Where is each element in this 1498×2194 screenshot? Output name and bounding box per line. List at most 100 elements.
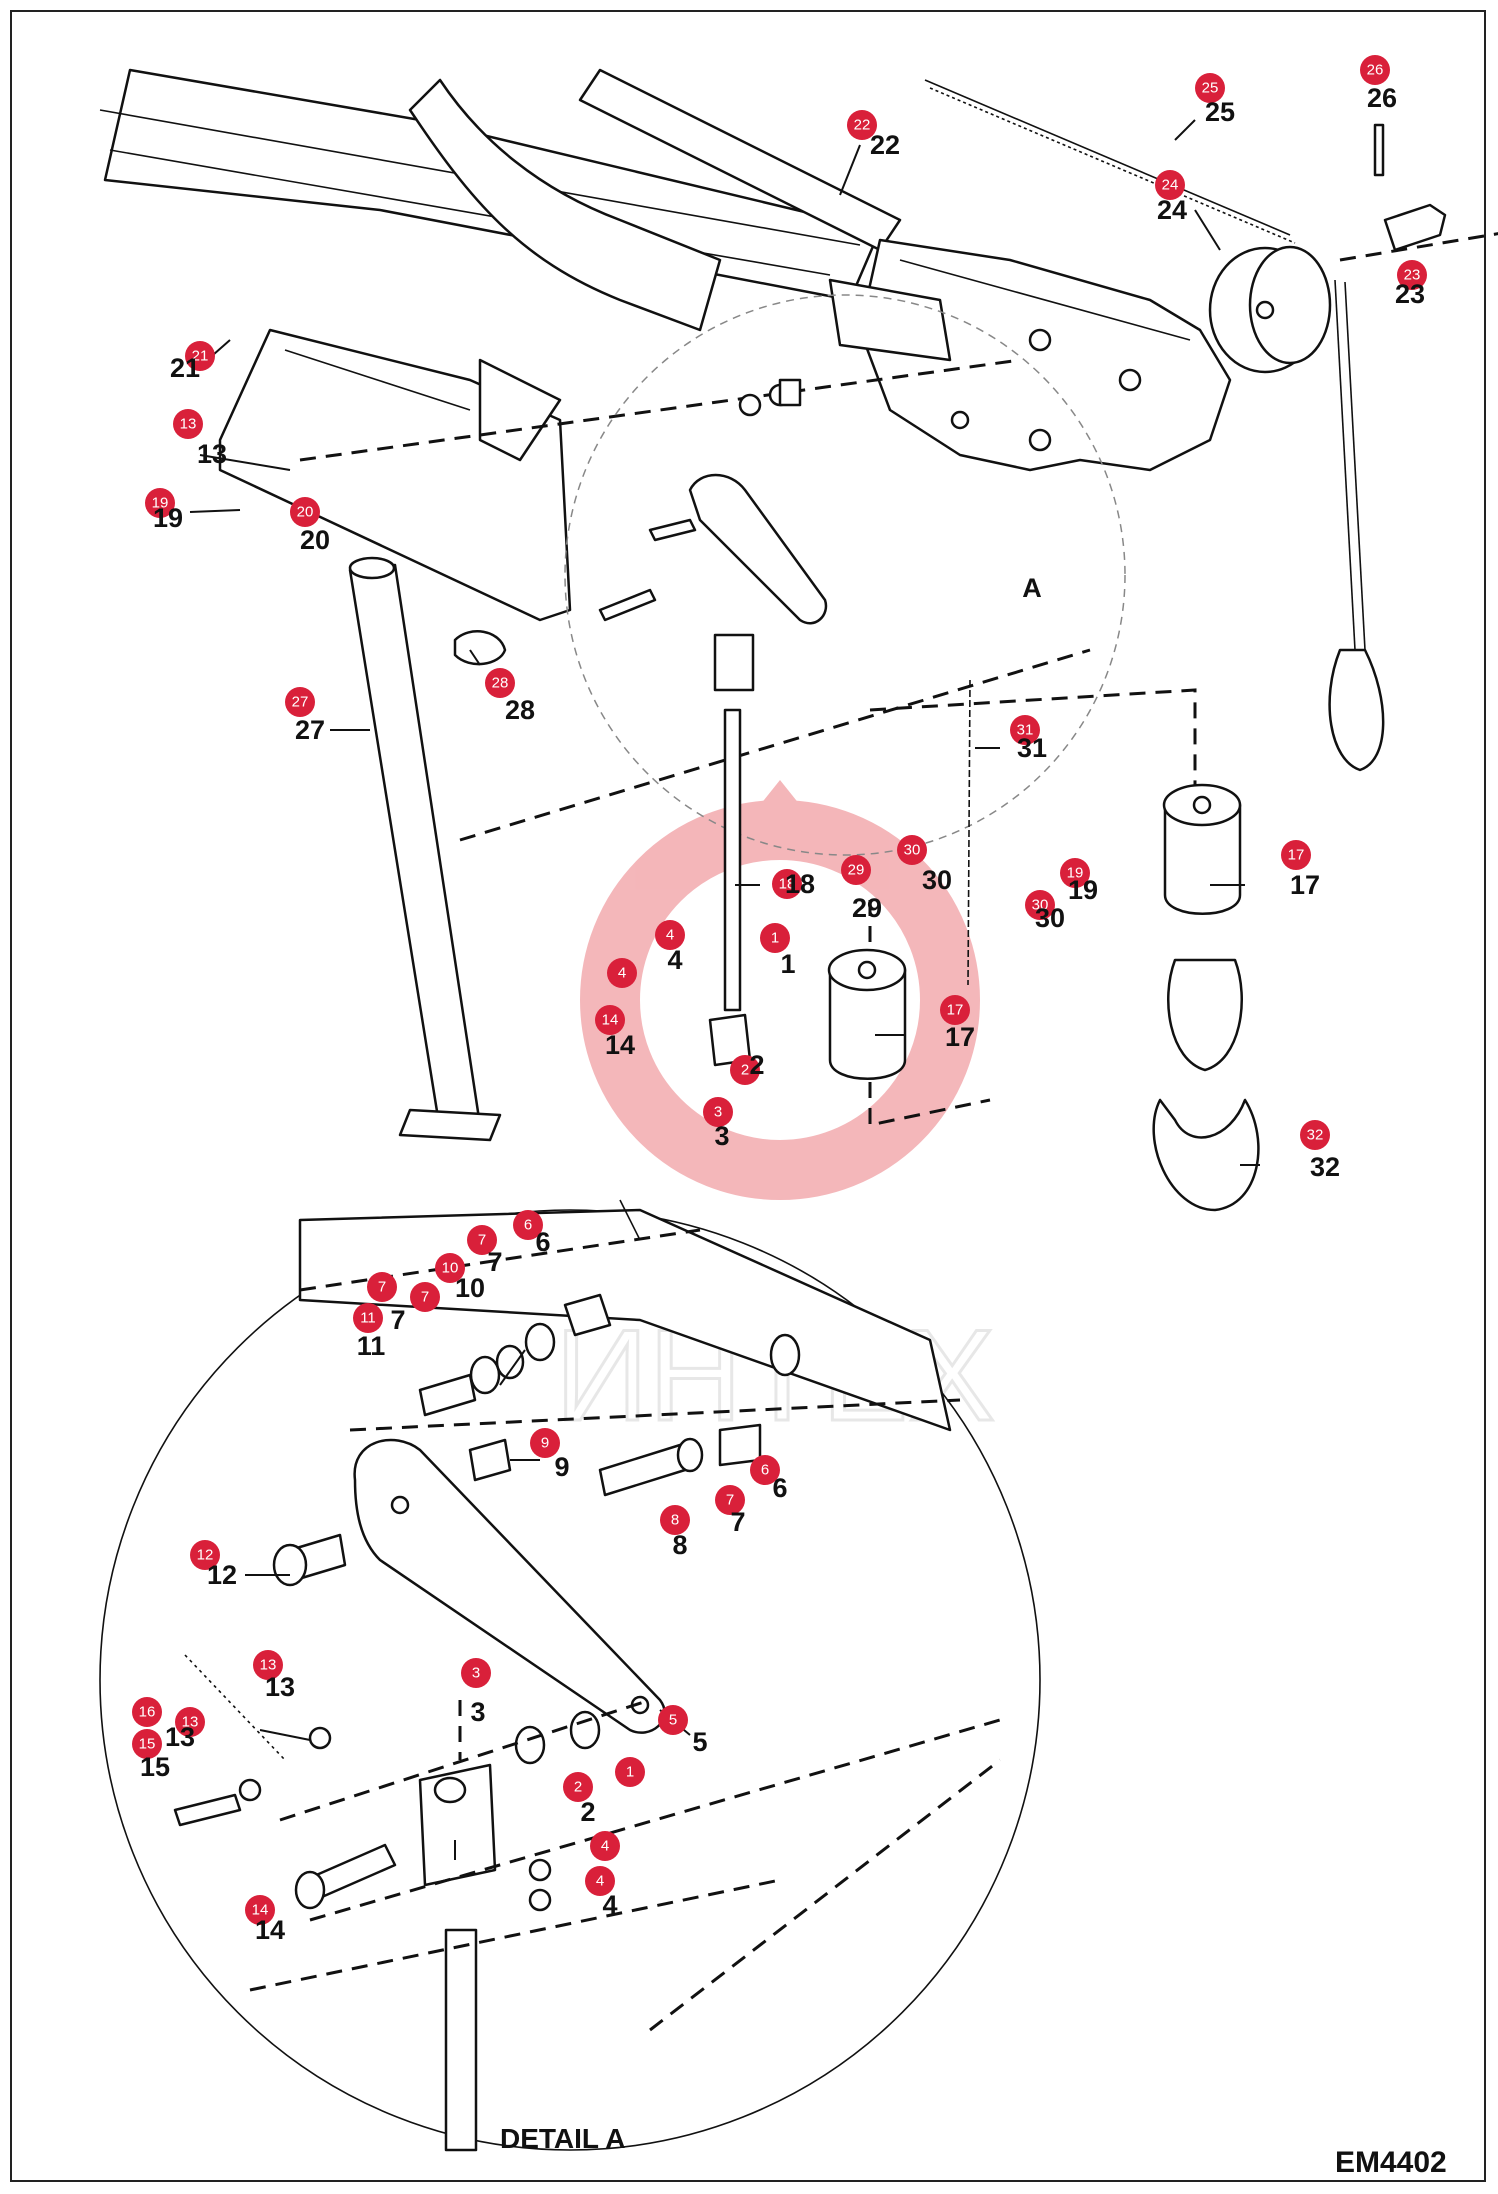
- callout-part-number: 4: [667, 945, 682, 975]
- callout-2: 22: [563, 1772, 596, 1827]
- callout-badge: 2: [563, 1772, 593, 1802]
- callout-badge-number: 4: [666, 927, 674, 944]
- callout-badge-circle: [173, 409, 203, 439]
- callout-part-number: 8: [672, 1530, 687, 1560]
- callout-badge-number: 17: [947, 1002, 964, 1019]
- callout-badge-number: 21: [192, 348, 209, 365]
- callout-badge-circle: [461, 1658, 491, 1688]
- callout-badge-number: 17: [1288, 847, 1305, 864]
- callout-badge: 1: [615, 1757, 645, 1787]
- callout-badge-circle: [485, 668, 515, 698]
- callout-badge: 23: [1397, 260, 1427, 290]
- callout-badge-circle: [513, 1210, 543, 1240]
- callout-part-number: 14: [255, 1915, 285, 1945]
- callout-badge-number: 7: [478, 1232, 486, 1249]
- callout-badge-circle: [760, 923, 790, 953]
- callout-badge-number: 31: [1017, 722, 1034, 739]
- callout-7: 77: [390, 1282, 440, 1335]
- stand-tube: [348, 556, 507, 1142]
- callout-badge-number: 30: [1032, 897, 1049, 914]
- callout-badge-circle: [245, 1895, 275, 1925]
- callout-7: 77: [467, 1225, 503, 1277]
- callout-badge-circle: [847, 110, 877, 140]
- callout-part-number: 24: [1157, 195, 1187, 225]
- callout-badge-circle: [132, 1697, 162, 1727]
- callout-part-number: 17: [1290, 870, 1320, 900]
- callout-badge: 13: [253, 1650, 283, 1680]
- callout-part-number: 18: [785, 869, 815, 899]
- callout-part-number: 13: [265, 1672, 295, 1702]
- callout-part-number: 28: [505, 695, 535, 725]
- callout-badge: 12: [190, 1540, 220, 1570]
- callout-badge-circle: [530, 1428, 560, 1458]
- callout-badge: 15: [132, 1729, 162, 1759]
- callout-6: 66: [750, 1455, 788, 1503]
- callout-badge: 30: [897, 835, 927, 865]
- callout-badge-number: 24: [1162, 177, 1179, 194]
- callout-badge-circle: [435, 1253, 465, 1283]
- callout-badge-circle: [1010, 715, 1040, 745]
- callout-badge: 31: [1010, 715, 1040, 745]
- callout-part-number: 25: [1205, 97, 1235, 127]
- callout-badge-circle: [750, 1455, 780, 1485]
- callout-badge-circle: [1281, 840, 1311, 870]
- callout-badge-circle: [132, 1729, 162, 1759]
- chain: [967, 679, 971, 986]
- detail-a-title: DETAIL A: [500, 2123, 625, 2154]
- callout-badge-circle: [367, 1272, 397, 1302]
- drawing-frame: [10, 10, 1486, 2182]
- callout-part-number: 7: [730, 1507, 745, 1537]
- callout-badge: 14: [595, 1005, 625, 1035]
- callout-badge-circle: [410, 1282, 440, 1312]
- cover-plate: [218, 328, 572, 622]
- callout-badge: 7: [410, 1282, 440, 1312]
- callout-part-number: 30: [1035, 903, 1065, 933]
- callout-badge-number: 22: [854, 117, 871, 134]
- callout-badge: 14: [245, 1895, 275, 1925]
- callout-7: 7: [367, 1272, 397, 1302]
- callout-badge-circle: [563, 1772, 593, 1802]
- callout-5: 55: [658, 1705, 708, 1757]
- callout-badge-number: 20: [297, 504, 314, 521]
- callout-badge-number: 4: [596, 1873, 604, 1890]
- callout-badge-circle: [353, 1303, 383, 1333]
- callout-badge-number: 13: [182, 1714, 199, 1731]
- callout-badge: 21: [185, 341, 215, 371]
- callout-badge: 18: [772, 869, 802, 899]
- callout-badge-number: 8: [671, 1512, 679, 1529]
- drawing-code: EM4402: [1335, 2146, 1447, 2179]
- callout-badge-number: 25: [1202, 80, 1219, 97]
- callout-badge-circle: [595, 1005, 625, 1035]
- callout-badge: 24: [1155, 170, 1185, 200]
- callout-badge-number: 23: [1404, 267, 1421, 284]
- callout-badge-circle: [145, 488, 175, 518]
- callout-badge-number: 7: [378, 1279, 386, 1296]
- callout-part-number: 19: [1068, 875, 1098, 905]
- callout-badge: 19: [1060, 858, 1090, 888]
- callout-badge-circle: [658, 1705, 688, 1735]
- callout-part-number: 13: [197, 439, 227, 469]
- callout-badge-circle: [185, 341, 215, 371]
- callout-badge-number: 29: [848, 862, 865, 879]
- callout-badge-circle: [655, 920, 685, 950]
- callout-badge: 17: [1281, 840, 1311, 870]
- callout-badge-circle: [175, 1707, 205, 1737]
- callout-part-number: 29: [852, 893, 882, 923]
- callout-badge-number: 19: [152, 495, 169, 512]
- callout-badge: 28: [485, 668, 515, 698]
- callout-badge: 22: [847, 110, 877, 140]
- callout-badge-number: 9: [541, 1435, 549, 1452]
- callout-badge: 20: [290, 497, 320, 527]
- callout-part-number: 4: [602, 1890, 617, 1920]
- callout-badge: 13: [173, 409, 203, 439]
- callout-badge-circle: [660, 1505, 690, 1535]
